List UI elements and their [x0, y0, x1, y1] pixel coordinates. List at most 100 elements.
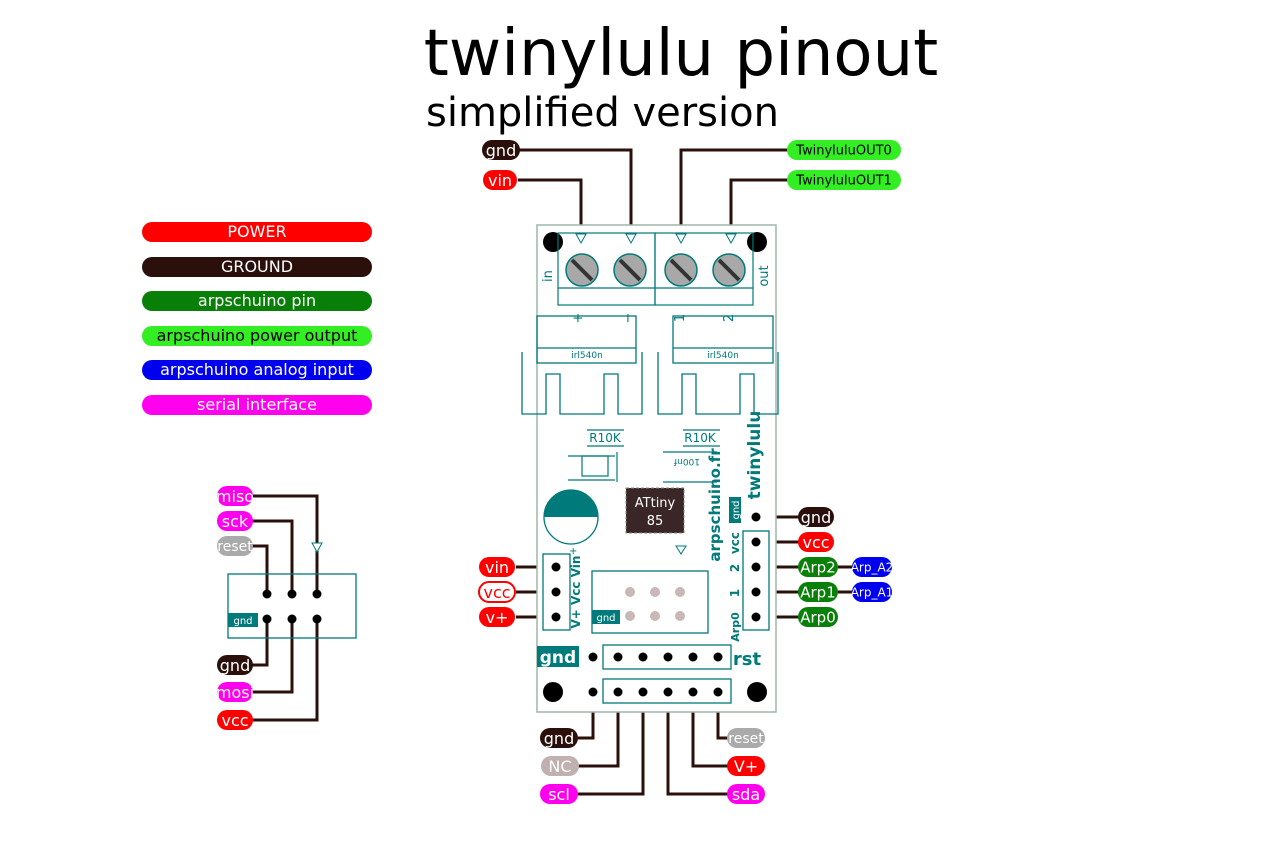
gnd-label-text: gnd — [486, 141, 516, 160]
legend-item: GROUND — [142, 256, 372, 277]
rst-label: rst — [733, 649, 762, 670]
left-vin-label: vin — [479, 557, 515, 577]
chip-label-85: 85 — [647, 514, 664, 529]
isp-sck-label-text: sck — [222, 512, 249, 531]
wire — [252, 519, 294, 594]
arp0-pin-label: Arp0 — [798, 607, 838, 627]
top-bottom-header — [602, 644, 732, 670]
wire — [252, 619, 294, 694]
pin-dot — [312, 614, 322, 624]
isp-mosi-label: mosi — [216, 682, 254, 702]
terminal-screws — [565, 253, 746, 287]
arp-a2-label-text: Arp_A2 — [851, 560, 894, 574]
bottom-gnd-label-text: gnd — [544, 729, 574, 748]
pin2-label: 2 — [728, 564, 742, 572]
left-vcc-label: vcc — [478, 581, 516, 603]
arp2-label-text: Arp2 — [800, 558, 836, 576]
vin-label-text: vin — [488, 171, 512, 190]
isp-gnd-tag — [228, 613, 258, 627]
isp-miso-label: miso — [216, 486, 254, 506]
gnd-tag-label: gnd — [596, 613, 615, 624]
legend-item: POWER — [142, 222, 372, 242]
nc-label-text: NC — [548, 757, 571, 776]
right-vcc-label-text: vcc — [802, 533, 829, 552]
capacitor-label: 100nf — [673, 456, 700, 466]
pin-dot — [638, 687, 648, 697]
pin1-label: 1 — [728, 589, 742, 597]
vin-label: vin — [483, 170, 517, 190]
mounting-hole — [747, 232, 767, 252]
arp1-label: Arp1 — [798, 582, 838, 602]
pin-dot — [551, 612, 561, 622]
twinylulu-label: twinylulu — [745, 411, 765, 500]
bottom-gnd-label: gnd — [540, 728, 578, 748]
pin-arrow — [725, 233, 737, 245]
out1-label: TwinyluluOUT1 — [787, 170, 901, 190]
page-title: twinylulu pinout — [423, 17, 939, 91]
wire — [666, 692, 730, 796]
mosfet-label: irl540n — [571, 351, 603, 361]
gnd-tag-isp-board — [592, 610, 620, 624]
wire — [729, 178, 789, 240]
scl-label: scl — [540, 784, 578, 804]
sda-label-text: sda — [732, 785, 760, 804]
wire — [578, 692, 620, 768]
right-header — [742, 530, 770, 631]
legend-item: serial interface — [142, 394, 372, 415]
pin-dot — [551, 587, 561, 597]
wire — [252, 619, 319, 722]
resistor-label: R10K — [684, 431, 717, 445]
mosfet-heatsinks — [521, 315, 779, 415]
pin-arrow — [311, 542, 323, 554]
in-label: in — [541, 270, 556, 282]
pin-arrow — [625, 233, 637, 245]
cap-plus-label: + — [569, 546, 577, 557]
left-vin-label-text: vin — [485, 558, 509, 577]
arp-a1-label-text: Arp_A1 — [851, 585, 894, 599]
pin-dot — [663, 687, 673, 697]
page-subtitle: simplified version — [426, 90, 779, 136]
gnd-label: gnd — [482, 140, 520, 160]
pin-labels: gndvinTwinyluluOUT0TwinyluluOUT1gndvccAr… — [216, 140, 901, 804]
wire — [252, 544, 269, 594]
pin-arrow — [675, 233, 687, 245]
isp-gnd-label: gnd — [217, 655, 253, 675]
mosfet-label: irl540n — [707, 351, 739, 361]
legend-item: arpschuino pin — [142, 291, 372, 311]
attiny-chip: ATtiny 85 — [625, 487, 687, 555]
wire — [679, 148, 789, 240]
mounting-hole — [543, 232, 563, 252]
out1-label: 1 — [673, 314, 688, 322]
left-vplus-label: v+ — [479, 607, 515, 627]
bottom-reset-label: reset — [727, 728, 765, 748]
pin-dot — [688, 687, 698, 697]
right-vcc-label: vcc — [798, 532, 834, 552]
pin-dot — [262, 614, 272, 624]
isp-gnd-tag-label: gnd — [233, 616, 252, 627]
gnd-tag-right — [729, 497, 741, 523]
pin-dot — [751, 587, 761, 597]
wire — [518, 178, 583, 240]
out1-label-text: TwinyluluOUT1 — [795, 174, 892, 189]
mounting-hole — [543, 682, 563, 702]
isp-sck-label: sck — [217, 511, 253, 531]
arp1-label-text: Arp1 — [800, 583, 836, 601]
arp0-pin-label-text: Arp0 — [800, 608, 836, 626]
pin-dot — [312, 589, 322, 599]
bottom-vplus-label-text: V+ — [734, 757, 758, 776]
isp-reset-label-text: reset — [217, 539, 253, 555]
right-gnd-label-text: gnd — [801, 508, 831, 527]
gnd-tag-bottom — [537, 646, 579, 667]
isp-mosi-label-text: mosi — [216, 683, 254, 702]
out0-label-text: TwinyluluOUT0 — [795, 144, 892, 159]
legend-item: arpschuino analog input — [142, 360, 372, 380]
bottom-vplus-label: V+ — [727, 756, 765, 776]
right-gnd-label: gnd — [798, 507, 834, 527]
sda-label: sda — [727, 784, 765, 804]
pin-dot — [262, 589, 272, 599]
isp-connector — [227, 573, 357, 639]
isp-vcc-label-text: vcc — [221, 711, 248, 730]
out2-label: 2 — [722, 314, 737, 322]
pin-arrow — [575, 233, 587, 245]
nc-label: NC — [541, 756, 579, 776]
